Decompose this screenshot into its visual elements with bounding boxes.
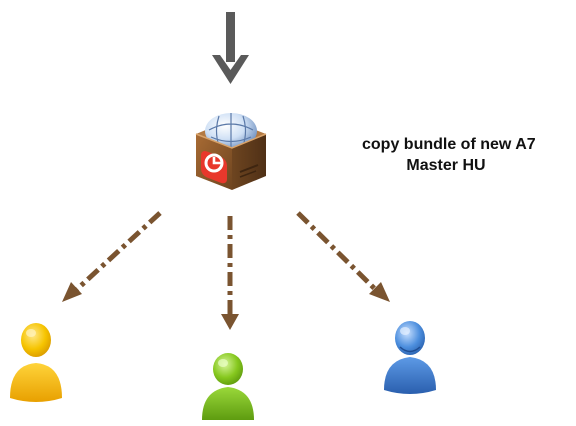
arrow-to-left-user [62, 211, 162, 302]
caption-line-1: copy bundle of new A7 [362, 136, 536, 153]
user-yellow-icon [10, 323, 62, 402]
arrow-to-middle-user [221, 216, 239, 330]
arrow-to-right-user [296, 211, 390, 302]
input-arrow [212, 12, 249, 84]
package-box-icon [195, 113, 267, 190]
bundle-caption: copy bundle of new A7 Master HU [362, 134, 536, 176]
user-blue-icon [384, 321, 436, 394]
caption-line-2: Master HU [406, 157, 486, 174]
user-green-icon [202, 353, 254, 420]
badge-icon [201, 151, 227, 184]
